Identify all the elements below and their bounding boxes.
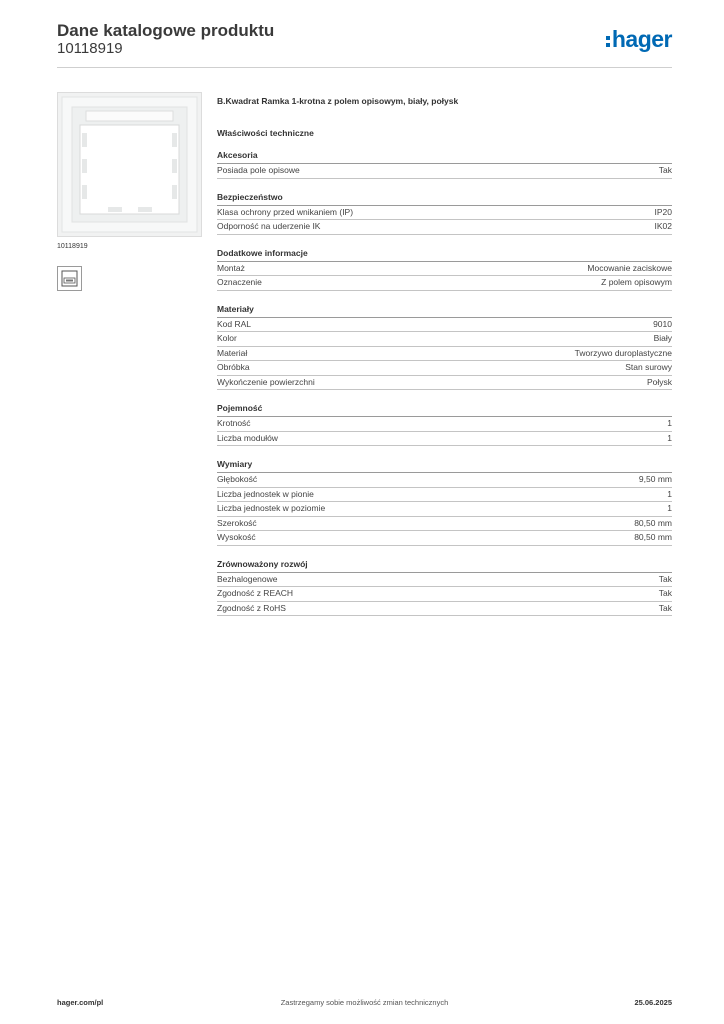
- property-value: Biały: [653, 333, 672, 343]
- property-label: Klasa ochrony przed wnikaniem (IP): [217, 206, 354, 217]
- properties-heading: Właściwości techniczne: [217, 128, 314, 138]
- property-value: Z polem opisowym: [601, 277, 672, 287]
- property-label: Liczba modułów: [217, 432, 278, 443]
- property-label: Obróbka: [217, 362, 250, 372]
- property-value: Stan surowy: [625, 362, 672, 372]
- property-row: Zgodność z RoHS Tak: [217, 602, 672, 616]
- property-value: 9010: [653, 318, 672, 329]
- property-label: Wysokość: [217, 532, 256, 542]
- property-row: Posiada pole opisowe Tak: [217, 164, 672, 179]
- frame-thumbnail-icon: [61, 270, 78, 287]
- property-label: Głębokość: [217, 474, 258, 484]
- footer-date: 25.06.2025: [634, 998, 672, 1007]
- property-label: Materiał: [217, 347, 248, 358]
- property-row: Kod RAL 9010: [217, 318, 672, 332]
- section-title: Pojemność: [217, 403, 672, 417]
- property-row: Oznaczenie Z polem opisowym: [217, 276, 672, 291]
- property-value: Tak: [658, 588, 672, 598]
- logo-dots-icon: [605, 36, 610, 47]
- property-value: IK02: [654, 221, 673, 231]
- section-title: Zrównoważony rozwój: [217, 559, 672, 573]
- property-row: Liczba jednostek w pionie 1: [217, 488, 672, 502]
- image-caption: 10118919: [57, 243, 88, 250]
- property-row: Materiał Tworzywo duroplastyczne: [217, 347, 672, 361]
- property-value: Mocowanie zaciskowe: [587, 262, 672, 273]
- property-row: Obróbka Stan surowy: [217, 361, 672, 376]
- property-value: Tak: [658, 165, 672, 175]
- section-title: Bezpieczeństwo: [217, 192, 672, 206]
- section-title: Akcesoria: [217, 150, 672, 164]
- logo-text: hager: [611, 26, 673, 52]
- product-name: B.Kwadrat Ramka 1-krotna z polem opisowy…: [217, 96, 459, 106]
- property-value: 1: [667, 503, 672, 513]
- property-row: Szerokość 80,50 mm: [217, 517, 672, 531]
- page-title: Dane katalogowe produktu: [57, 21, 275, 40]
- property-value: 80,50 mm: [634, 532, 672, 542]
- property-value: Tak: [658, 602, 672, 613]
- property-label: Szerokość: [217, 517, 257, 528]
- property-label: Kod RAL: [217, 318, 252, 329]
- property-row: Wysokość 80,50 mm: [217, 531, 672, 546]
- property-label: Bezhalogenowe: [217, 573, 278, 584]
- property-label: Oznaczenie: [217, 277, 262, 287]
- product-details: B.Kwadrat Ramka 1-krotna z polem opisowy…: [217, 96, 672, 616]
- product-thumbnail[interactable]: [57, 266, 82, 291]
- property-label: Posiada pole opisowe: [217, 165, 300, 175]
- property-label: Odporność na uderzenie IK: [217, 221, 321, 231]
- section-title: Materiały: [217, 304, 672, 318]
- property-row: Zgodność z REACH Tak: [217, 587, 672, 602]
- property-row: Krotność 1: [217, 417, 672, 432]
- page-header: Dane katalogowe produktu 10118919 hager: [57, 21, 673, 68]
- property-value: 1: [667, 432, 672, 443]
- property-value: 1: [667, 418, 672, 428]
- property-label: Wykończenie powierzchni: [217, 376, 315, 387]
- property-value: 1: [667, 488, 672, 499]
- property-value: Tworzywo duroplastyczne: [574, 347, 672, 358]
- property-row: Liczba jednostek w poziomie 1: [217, 502, 672, 517]
- section-title: Wymiary: [217, 459, 672, 473]
- property-label: Liczba jednostek w poziomie: [217, 503, 326, 513]
- property-row: Bezhalogenowe Tak: [217, 573, 672, 587]
- property-label: Montaż: [217, 262, 245, 273]
- property-value: Tak: [658, 573, 672, 584]
- property-row: Montaż Mocowanie zaciskowe: [217, 262, 672, 276]
- property-row: Głębokość 9,50 mm: [217, 473, 672, 488]
- property-row: Odporność na uderzenie IK IK02: [217, 220, 672, 235]
- property-row: Liczba modułów 1: [217, 432, 672, 446]
- footer-website[interactable]: hager.com/pl: [57, 998, 104, 1007]
- property-row: Klasa ochrony przed wnikaniem (IP) IP20: [217, 206, 673, 220]
- property-label: Krotność: [217, 418, 251, 428]
- property-value: Połysk: [646, 376, 672, 387]
- section-title: Dodatkowe informacje: [217, 248, 672, 262]
- property-value: IP20: [654, 206, 673, 217]
- hager-logo: hager: [605, 26, 673, 52]
- product-image: [57, 92, 202, 237]
- property-row: Wykończenie powierzchni Połysk: [217, 376, 672, 390]
- property-label: Zgodność z REACH: [217, 588, 294, 598]
- property-value: 9,50 mm: [638, 474, 672, 484]
- property-label: Liczba jednostek w pionie: [217, 488, 314, 499]
- property-label: Kolor: [217, 333, 237, 343]
- footer-disclaimer: Zastrzegamy sobie możliwość zmian techni…: [280, 998, 449, 1007]
- property-row: Kolor Biały: [217, 332, 672, 347]
- property-value: 80,50 mm: [634, 517, 672, 528]
- frame-image-icon: [58, 93, 201, 236]
- property-label: Zgodność z RoHS: [217, 602, 286, 613]
- product-number: 10118919: [57, 40, 123, 57]
